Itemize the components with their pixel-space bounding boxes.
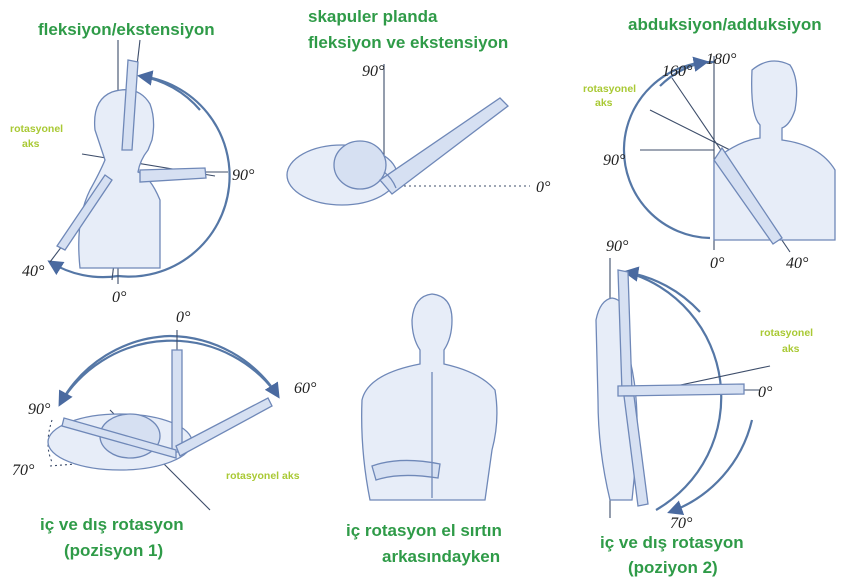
panel-rotation1: rotasyonel aks 0° 60° 90° 70° iç ve dış … xyxy=(12,309,317,560)
flexion-axis-label-2: aks xyxy=(22,138,40,150)
rotation1-angle-70: 70° xyxy=(12,462,35,479)
flexion-angle-0: 0° xyxy=(112,289,127,306)
flexion-angle-90: 90° xyxy=(232,167,255,184)
scapular-arm xyxy=(380,98,508,194)
rotation2-axis-label-1: rotasyonel xyxy=(760,327,813,339)
abduction-axis-label-2: aks xyxy=(595,97,613,109)
abduction-torso xyxy=(714,61,835,240)
scapular-angle-90: 90° xyxy=(362,63,385,80)
behind-back-title-2: arkasındayken xyxy=(382,547,500,566)
scapular-head xyxy=(334,141,386,189)
rotation1-angle-0: 0° xyxy=(176,309,191,326)
rotation1-title-1: iç ve dış rotasyon xyxy=(40,515,184,534)
rotation2-title-2: (poziyon 2) xyxy=(628,558,718,577)
rotation1-angle-60: 60° xyxy=(294,380,317,397)
rotation2-title-1: iç ve dış rotasyon xyxy=(600,533,744,552)
flexion-axis-label-1: rotasyonel xyxy=(10,123,63,135)
rotation1-forearm-out xyxy=(176,398,272,456)
abduction-angle-0: 0° xyxy=(710,255,725,272)
panel-abduction: abduksiyon/adduksiyon rotasyonel aks 160… xyxy=(583,15,835,272)
panel-rotation2: rotasyonel aks 90° 0° 70° iç ve dış rota… xyxy=(596,238,813,577)
abduction-title: abduksiyon/adduksiyon xyxy=(628,15,822,34)
flexion-title: fleksiyon/ekstensiyon xyxy=(38,20,215,39)
rotation2-angle-0: 0° xyxy=(758,384,773,401)
panel-flexion: fleksiyon/ekstensiyon rotasyonel aks 90°… xyxy=(10,20,255,306)
rotation2-internal-arrow xyxy=(670,420,752,512)
rotation2-external-arrow xyxy=(626,272,700,312)
behind-back-title-1: iç rotasyon el sırtın xyxy=(346,521,502,540)
scapular-title-1: skapuler planda xyxy=(308,7,438,26)
flexion-angle-40: 40° xyxy=(22,263,45,280)
flexion-arm-forward xyxy=(140,168,206,182)
abduction-angle-40: 40° xyxy=(786,255,809,272)
rotation1-axis-label: rotasyonel aks xyxy=(226,470,300,482)
rotation2-angle-70: 70° xyxy=(670,515,693,532)
rotation2-axis-label-2: aks xyxy=(782,343,800,355)
rotation1-arc xyxy=(60,341,278,404)
scapular-angle-0: 0° xyxy=(536,179,551,196)
abduction-angle-90: 90° xyxy=(603,152,626,169)
rotation1-angle-90: 90° xyxy=(28,401,51,418)
abduction-rotation-axis xyxy=(650,110,730,150)
rotation1-external-arrow xyxy=(170,336,278,396)
abduction-axis-label-1: rotasyonel xyxy=(583,83,636,95)
abduction-angle-160: 160° xyxy=(662,63,693,80)
rotation2-angle-90: 90° xyxy=(606,238,629,255)
rotation2-arm-out xyxy=(618,384,744,396)
abduction-angle-180: 180° xyxy=(706,51,737,68)
rotation1-title-2: (pozisyon 1) xyxy=(64,541,163,560)
panel-scapular: skapuler planda fleksiyon ve ekstensiyon… xyxy=(287,7,551,205)
scapular-title-2: fleksiyon ve ekstensiyon xyxy=(308,33,508,52)
rotation1-forearm-up xyxy=(172,350,182,452)
panel-behind-back: iç rotasyon el sırtın arkasındayken xyxy=(346,294,502,566)
rotation1-internal-arrow xyxy=(60,336,170,404)
